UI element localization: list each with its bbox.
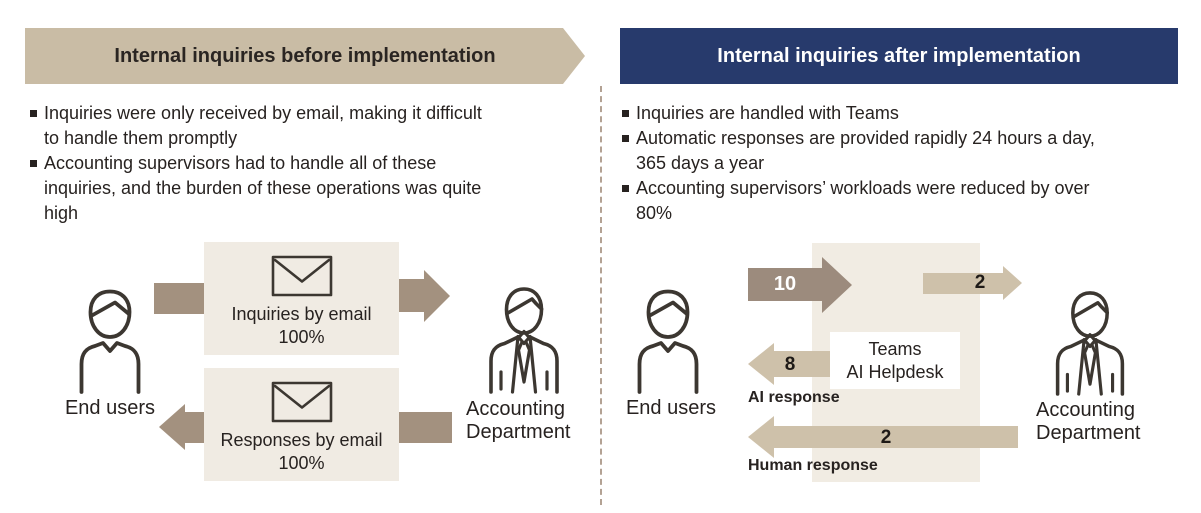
end-users-icon xyxy=(637,289,699,394)
arrow-shaft xyxy=(923,273,1003,294)
end-users-icon xyxy=(79,289,141,394)
teams-ai-helpdesk-box: Teams AI Helpdesk xyxy=(830,332,960,389)
arrow-shaft xyxy=(154,283,206,314)
bullet-square-icon xyxy=(30,110,37,117)
arrow-head-right-icon xyxy=(1003,266,1022,300)
box-value: 100% xyxy=(278,327,325,347)
arrow-shaft xyxy=(748,268,822,301)
before-header-banner: Internal inquiries before implementation xyxy=(25,28,585,84)
arrow-count: 2 xyxy=(880,427,892,448)
bullet-item: Accounting supervisors had to handle all… xyxy=(30,151,582,226)
responses-by-email-box: Responses by email 100% xyxy=(204,368,399,481)
envelope-icon xyxy=(271,381,332,423)
arrow-head-right-icon xyxy=(424,270,450,322)
arrow-count: 10 xyxy=(773,273,797,295)
bullet-item: Inquiries were only received by email, m… xyxy=(30,101,582,151)
inquiries-by-email-box: Inquiries by email 100% xyxy=(204,242,399,355)
ai-response-label: AI response xyxy=(748,389,840,406)
bullet-text: Inquiries are handled with Teams xyxy=(636,103,899,123)
bullet-item: Accounting supervisors’ workloads were r… xyxy=(622,176,1187,226)
arrow-shaft xyxy=(399,412,452,443)
bullet-text: Inquiries were only received by email, m… xyxy=(44,103,482,148)
bullet-text: Automatic responses are provided rapidly… xyxy=(636,128,1095,173)
arrow-shaft xyxy=(185,412,205,443)
end-users-label: End users xyxy=(625,397,717,419)
arrow-shaft xyxy=(774,426,1018,448)
accounting-department-icon xyxy=(1055,291,1125,396)
arrow-shaft xyxy=(774,351,830,377)
after-header-banner: Internal inquiries after implementation xyxy=(620,28,1178,84)
box-value: 100% xyxy=(278,453,325,473)
bullet-square-icon xyxy=(622,135,629,142)
box-title: Responses by email xyxy=(220,430,383,450)
before-header-title: Internal inquiries before implementation xyxy=(114,44,496,67)
after-header-title: Internal inquiries after implementation xyxy=(717,44,1081,67)
before-bullet-list: Inquiries were only received by email, m… xyxy=(30,101,582,226)
bullet-square-icon xyxy=(30,160,37,167)
after-bullet-list: Inquiries are handled with Teams Automat… xyxy=(622,101,1187,226)
envelope-icon xyxy=(271,255,332,297)
bullet-square-icon xyxy=(622,185,629,192)
accounting-department-label: Accounting Department xyxy=(1036,399,1141,444)
bullet-square-icon xyxy=(622,110,629,117)
end-users-label: End users xyxy=(64,397,156,419)
arrow-count: 2 xyxy=(974,272,986,293)
bullet-item: Inquiries are handled with Teams xyxy=(622,101,1187,126)
accounting-department-label: Accounting Department xyxy=(466,398,571,443)
bullet-text: Accounting supervisors had to handle all… xyxy=(44,153,482,223)
bullet-text: Accounting supervisors’ workloads were r… xyxy=(636,178,1090,223)
arrow-head-left-icon xyxy=(748,416,774,458)
human-response-label: Human response xyxy=(748,457,878,474)
section-divider xyxy=(600,86,602,505)
accounting-department-icon xyxy=(489,287,559,394)
arrow-head-left-icon xyxy=(159,404,185,450)
arrow-shaft xyxy=(399,279,424,312)
arrow-count: 8 xyxy=(784,354,796,375)
box-title: Inquiries by email xyxy=(231,304,372,324)
bullet-item: Automatic responses are provided rapidly… xyxy=(622,126,1187,176)
arrow-head-left-icon xyxy=(748,343,774,385)
arrow-head-right-icon xyxy=(822,257,852,313)
